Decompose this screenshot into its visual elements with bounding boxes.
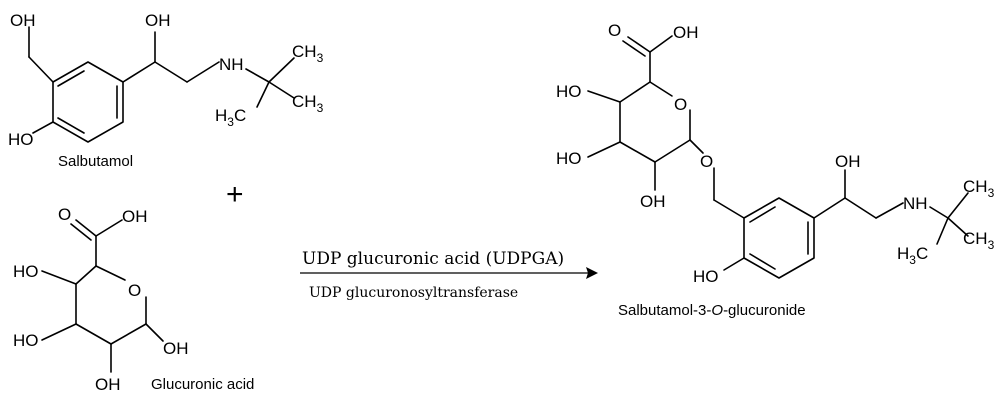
product-nh-label: NH bbox=[903, 194, 928, 213]
salbutamol-name: Salbutamol bbox=[58, 153, 133, 170]
salbutamol-ring-ho-label: HO bbox=[8, 130, 34, 149]
reaction-arrow-group: UDP glucuronic acid (UDPGA) UDP glucuron… bbox=[300, 249, 598, 301]
glucuronic-acid-atoms: O OH O HO HO OH OH bbox=[13, 205, 189, 394]
reaction-arrowhead bbox=[586, 267, 598, 279]
gluc-carbonyl-o: O bbox=[58, 205, 71, 224]
gluc-acid-oh: OH bbox=[122, 207, 148, 226]
salbutamol-sidechain-oh-label: OH bbox=[145, 11, 171, 30]
salbutamol-structure: OH OH HO NH CH3 CH3 H3C Salbutamol bbox=[8, 11, 324, 170]
product-sidechain-oh: OH bbox=[835, 152, 861, 171]
glucuronic-acid-bonds bbox=[41, 219, 164, 373]
product-ho-upper: HO bbox=[556, 82, 582, 101]
product-ch3-right: CH3 bbox=[963, 229, 995, 252]
product-carbonyl-o: O bbox=[608, 21, 621, 40]
salbutamol-nh-label: NH bbox=[219, 55, 244, 74]
product-ch3-top: CH3 bbox=[963, 177, 995, 200]
reagent-label: UDP glucuronic acid (UDPGA) bbox=[302, 249, 564, 269]
product-ho-lower: HO bbox=[556, 149, 582, 168]
glucuronic-acid-structure: O OH O HO HO OH OH Glucuronic acid bbox=[13, 205, 254, 394]
product-glycosidic-o: O bbox=[700, 152, 713, 171]
salbutamol-ch3-right: CH3 bbox=[292, 92, 324, 115]
gluc-ho-upper: HO bbox=[13, 262, 39, 281]
gluc-oh-bottom: OH bbox=[95, 375, 121, 394]
enzyme-label: UDP glucuronosyltransferase bbox=[309, 285, 518, 301]
gluc-ring-o: O bbox=[128, 281, 141, 300]
product-atoms: O OH O HO HO OH O HO OH NH CH3 CH3 H3C bbox=[556, 21, 995, 286]
product-oh-bottom: OH bbox=[640, 192, 666, 211]
product-ring-o: O bbox=[674, 95, 687, 114]
glucuronic-acid-name: Glucuronic acid bbox=[151, 376, 254, 393]
salbutamol-ch3-top: CH3 bbox=[292, 42, 324, 65]
salbutamol-atoms: OH OH HO NH CH3 CH3 H3C bbox=[8, 11, 324, 149]
salbutamol-ch2oh-label: OH bbox=[10, 11, 36, 30]
plus-sign: + bbox=[226, 178, 244, 211]
gluc-ho-lower: HO bbox=[13, 331, 39, 350]
product-name: Salbutamol-3-O-glucuronide bbox=[618, 302, 806, 319]
gluc-oh-anomeric: OH bbox=[163, 339, 189, 358]
product-phenol-ho: HO bbox=[693, 267, 719, 286]
product-bonds bbox=[587, 35, 969, 279]
product-structure: O OH O HO HO OH O HO OH NH CH3 CH3 H3C S… bbox=[556, 21, 995, 319]
product-h3c-label: H3C bbox=[897, 244, 928, 267]
salbutamol-h3c-label: H3C bbox=[215, 106, 246, 129]
salbutamol-bonds bbox=[28, 26, 295, 143]
product-acid-oh: OH bbox=[673, 23, 699, 42]
